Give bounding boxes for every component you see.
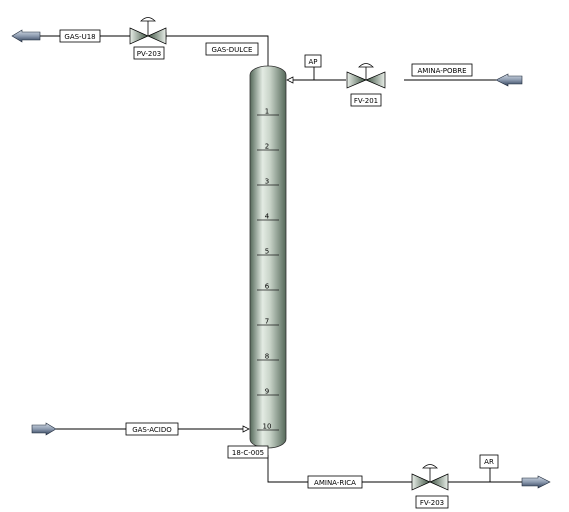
valve-body-right	[365, 71, 386, 89]
ap-instrument-label: AP	[308, 58, 317, 66]
tray-number: 1	[265, 108, 269, 116]
valve-body-right	[147, 27, 167, 45]
valve-body-left	[346, 71, 367, 89]
tray-number: 7	[265, 318, 269, 326]
gas-acido-arrowhead	[242, 425, 250, 433]
valve-body-left	[129, 27, 149, 45]
gas-acido-inlet-arrow[interactable]	[31, 422, 57, 436]
ar-instrument-box	[479, 454, 499, 469]
column-tag-box	[227, 445, 269, 459]
column-tag-label: 18-C-005	[232, 449, 264, 457]
gas-acido-label-group[interactable]: GAS-ACIDO	[125, 422, 179, 436]
ap-instrument-box	[304, 54, 322, 68]
gas-u18-label-box	[59, 29, 101, 43]
fv-201-valve[interactable]: FV-201	[346, 63, 386, 107]
column-tag-group[interactable]: 18-C-005	[227, 445, 269, 459]
fv-203-label-box	[415, 495, 449, 509]
amina-pobre-arrowhead	[286, 76, 294, 84]
valve-body-right	[429, 473, 449, 491]
ap-instrument[interactable]: AP	[304, 54, 322, 68]
tray-number: 10	[263, 423, 272, 431]
valve-actuator	[422, 464, 438, 469]
amina-rica-label: AMINA-RICA	[314, 479, 356, 487]
gas-dulce-line	[166, 35, 269, 67]
gas-dulce-label-box	[205, 42, 259, 56]
gas-dulce-label-group[interactable]: GAS-DULCE	[205, 42, 259, 56]
fv-203-valve[interactable]: FV-203	[411, 464, 449, 509]
tray-number: 2	[265, 143, 269, 151]
fv-201-label-box	[350, 93, 382, 107]
gas-acido-label-box	[125, 422, 179, 436]
tray-number: 5	[265, 248, 269, 256]
valve-actuator	[140, 17, 156, 22]
tray-number: 8	[265, 353, 269, 361]
gas-u18-outlet-arrow[interactable]	[11, 29, 41, 43]
valve-body-left	[411, 473, 431, 491]
amina-rica-outlet-arrow[interactable]	[521, 475, 551, 489]
tray-number: 4	[265, 213, 270, 221]
column-trays: 1 2 3 4 5 6 7 8 9 10	[257, 108, 279, 431]
pv-203-label: PV-203	[137, 50, 162, 58]
amina-rica-label-box	[307, 475, 363, 489]
amina-pobre-label-box	[411, 63, 473, 77]
tray-number: 3	[265, 178, 269, 186]
fv-201-label: FV-201	[354, 97, 378, 105]
absorber-column[interactable]: 1 2 3 4 5 6 7 8 9 10	[249, 65, 287, 449]
valve-actuator	[358, 63, 374, 68]
amina-rica-line	[267, 455, 412, 483]
pv-203-label-box	[133, 46, 165, 60]
pv-203-valve[interactable]: PV-203	[129, 17, 167, 60]
amina-rica-label-group[interactable]: AMINA-RICA	[307, 475, 363, 489]
amina-pobre-label-group[interactable]: AMINA-POBRE	[411, 63, 473, 77]
gas-acido-label: GAS-ACIDO	[132, 426, 172, 434]
gas-u18-label: GAS-U18	[64, 33, 95, 41]
tray-number: 9	[265, 388, 269, 396]
fv-203-label: FV-203	[420, 499, 444, 507]
amina-pobre-label: AMINA-POBRE	[417, 67, 466, 75]
ar-instrument-label: AR	[484, 458, 494, 466]
ar-instrument[interactable]: AR	[479, 454, 499, 469]
tray-number: 6	[265, 283, 270, 291]
gas-u18-label-group[interactable]: GAS-U18	[59, 29, 101, 43]
gas-dulce-label: GAS-DULCE	[212, 46, 253, 54]
amina-pobre-inlet-arrow[interactable]	[495, 73, 523, 87]
